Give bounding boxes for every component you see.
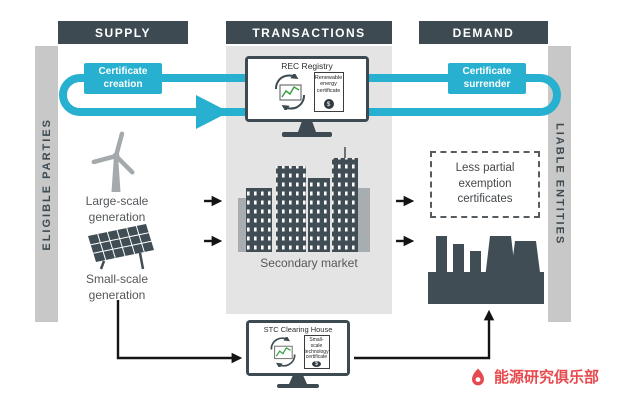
eligible-parties-sidebar: ELIGIBLE PARTIES [35,46,58,322]
dollar-seal-icon: $ [312,361,321,367]
monitor-base [282,132,332,137]
liable-entities-label: LIABLE ENTITIES [553,122,566,246]
rec-registry-monitor: REC Registry Renewable energy certificat… [245,56,369,137]
watermark-text: 能源研究俱乐部 [494,369,600,386]
arrow-small-scale-to-stc [116,300,243,364]
monitor-screen: REC Registry Renewable energy certificat… [245,56,369,122]
wind-turbine-icon [91,131,135,192]
renewable-energy-certificate: Renewable energy certificate $ [313,72,344,112]
demand-header: DEMAND [419,21,548,44]
small-scale-technology-certificate: Small-scale technology certificate $ [303,335,330,369]
secondary-market-label: Secondary market [260,256,358,270]
monitor-screen: STC Clearing House Small-scale technolog… [246,320,350,376]
transactions-header: TRANSACTIONS [226,21,392,44]
certificate-surrender-badge: Certificate surrender [448,63,526,94]
monitor-stand [289,376,307,384]
small-scale-generation-label: Small-scale generation [85,272,148,302]
exemption-certificates-box: Less partial exemption certificates [430,151,540,218]
stc-clearing-house-monitor: STC Clearing House Small-scale technolog… [246,320,350,388]
watermark: 能源研究俱乐部 [468,366,599,387]
large-scale-generation-label: Large-scale generation [85,194,149,224]
secondary-market-buildings-icon [238,147,370,252]
certificate-text: Small-scale technology certificate [304,337,329,361]
stc-clearing-house-title: STC Clearing House [263,325,333,334]
certificate-flow-arrowhead [196,95,229,129]
certificate-creation-badge: Certificate creation [84,63,162,94]
factory-icon [428,236,544,304]
market-chart-cycle-icon [269,337,296,367]
monitor-stand [298,122,316,132]
liable-entities-sidebar: LIABLE ENTITIES [548,46,571,322]
arrow-stc-to-liable [354,309,495,360]
solar-panel-icon [88,224,154,270]
rec-registry-title: REC Registry [281,61,333,71]
certificate-text: Renewable energy certificate [314,75,343,94]
watermark-flame-icon [472,368,484,385]
market-chart-cycle-icon [274,74,305,110]
dollar-seal-icon: $ [323,99,334,109]
certificate-flow-loop [59,74,561,116]
exemption-text: Less partial exemption certificates [455,162,515,206]
supply-header: SUPPLY [58,21,188,44]
monitor-base [277,384,319,388]
